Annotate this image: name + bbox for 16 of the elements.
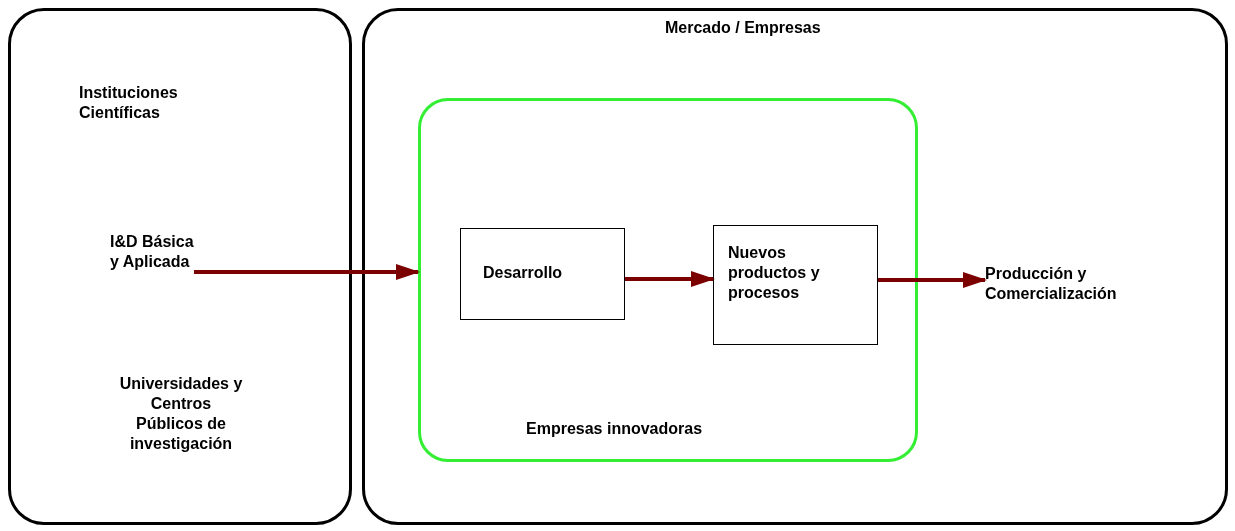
institution-panel [8, 8, 352, 525]
node-text: Nuevos productos y procesos [728, 243, 821, 303]
node-text: Desarrollo [483, 263, 564, 283]
panel-heading: Mercado / Empresas [665, 18, 822, 38]
process-box [713, 225, 878, 345]
node-text: I&D Básica y Aplicada [110, 232, 194, 272]
node-text: Universidades y Centros Públicos de investigación [118, 374, 244, 454]
node-heading: Instituciones Científicas [79, 83, 179, 123]
market-panel [362, 8, 1228, 525]
node-text: Producción y Comercialización [985, 264, 1118, 304]
arrow [625, 271, 715, 287]
box-caption: Empresas innovadoras [526, 419, 704, 439]
process-box [460, 228, 625, 320]
innovative-firms-box [418, 98, 918, 462]
arrow [878, 272, 987, 288]
arrow [194, 264, 420, 280]
